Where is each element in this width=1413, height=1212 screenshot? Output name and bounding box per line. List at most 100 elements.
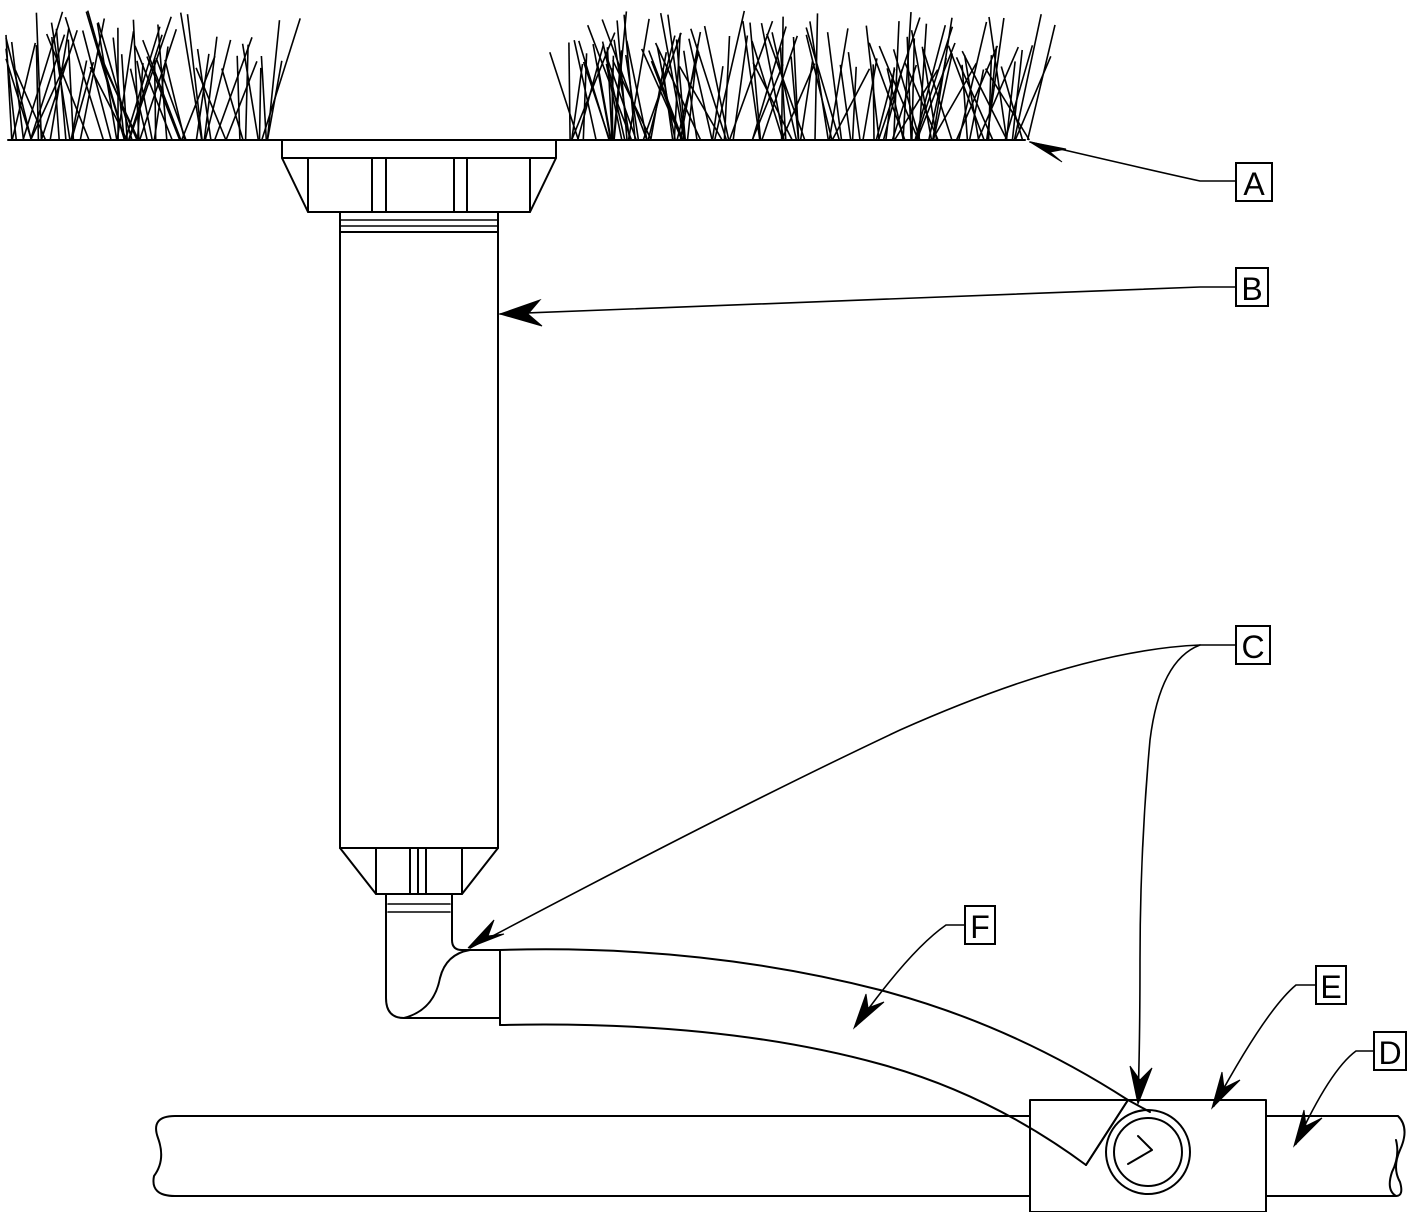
grass-blade (904, 62, 939, 141)
grass-blade (85, 11, 126, 141)
grass-blade (204, 39, 232, 141)
grass-blade (885, 67, 896, 141)
grass-blade (153, 46, 169, 141)
grass-blade (81, 30, 112, 141)
grass-blade (683, 50, 698, 141)
grass-blade (955, 56, 994, 141)
grass-blade (963, 54, 980, 141)
grass-blade (5, 37, 33, 141)
grass-blade (805, 27, 841, 141)
grass-blade (781, 63, 816, 141)
callout-b-label: B (1241, 271, 1262, 307)
grass-blade (70, 60, 88, 141)
grass-blade (35, 45, 40, 141)
grass-blade (128, 16, 172, 141)
grass-blade (601, 19, 648, 141)
grass-blade (138, 29, 178, 141)
grass-blade (902, 12, 912, 141)
sprinkler-body (339, 211, 499, 849)
grass-blade (29, 55, 70, 141)
grass-blade (961, 64, 969, 141)
grass-blade (922, 49, 953, 141)
grass-blade (987, 55, 993, 141)
grass-blade (988, 16, 1008, 141)
grass-blade (221, 68, 244, 141)
grass-blade (1004, 45, 1034, 141)
grass-blade (932, 53, 953, 141)
grass-blade (751, 64, 784, 141)
grass-blade (649, 52, 668, 141)
grass-blade (921, 46, 938, 141)
grass-blade (225, 61, 258, 141)
grass-blade (690, 28, 728, 141)
grass-blade (650, 60, 683, 141)
grass-left (5, 10, 301, 141)
grass-blade (828, 28, 849, 141)
grass-blade (266, 60, 283, 141)
grass-blade (127, 34, 163, 141)
grass-blade (627, 18, 650, 141)
grass-blade (742, 20, 761, 141)
grass-blade (752, 62, 793, 141)
grass-blade (760, 22, 785, 141)
grass-blade (814, 13, 819, 141)
grass-blade (155, 57, 187, 141)
grass-blade (771, 32, 798, 141)
callout-c: C (1235, 625, 1271, 665)
grass-blade (611, 68, 614, 141)
grass-blade (22, 11, 64, 141)
grass-blade (659, 12, 685, 141)
grass-blade (570, 32, 616, 141)
grass-blade (977, 46, 1020, 141)
grass-blade (792, 36, 800, 141)
leader-e (1211, 984, 1317, 1110)
grass-blade (70, 61, 95, 141)
callout-e-label: E (1320, 969, 1341, 1005)
grass-blade (258, 67, 262, 141)
grass-blade (244, 44, 249, 141)
grass-blade (195, 53, 210, 141)
grass-blade (947, 45, 985, 141)
grass-blade (613, 39, 631, 141)
grass-blade (1013, 14, 1042, 141)
grass-blade (120, 54, 128, 141)
grass-blade (64, 16, 105, 141)
grass-blade (893, 69, 939, 141)
grass-blade (586, 24, 633, 141)
grass-blade (261, 18, 301, 141)
callout-e: E (1315, 965, 1347, 1005)
grass-blade (766, 33, 806, 141)
grass-blade (931, 62, 978, 141)
grass-blade (915, 26, 954, 141)
grass-blade (809, 21, 830, 141)
grass-blade (134, 45, 173, 141)
grass-blade (132, 19, 140, 141)
callout-c-label: C (1241, 629, 1264, 665)
grass-blade (984, 68, 1030, 141)
grass-blade (1000, 66, 1024, 141)
callout-a-label: A (1243, 166, 1265, 202)
grass-blade (568, 42, 571, 141)
grass-blade (961, 50, 1008, 141)
grass-blade (603, 50, 637, 141)
grass-blade (875, 68, 896, 141)
grass-blade (711, 66, 724, 141)
grass-blade (97, 22, 133, 141)
grass-blade (862, 58, 878, 141)
grass-blade (688, 38, 713, 141)
grass-blade (656, 46, 676, 141)
grass-blade (582, 61, 611, 141)
leader-b (498, 286, 1237, 327)
grass-blade (213, 37, 253, 141)
grass-blade (613, 11, 628, 141)
leader-a (1029, 141, 1237, 182)
leader-f (852, 924, 966, 1030)
grass-blade (878, 45, 920, 141)
grass-blade (958, 21, 988, 141)
grass-blade (1011, 49, 1023, 141)
grass-blade (751, 26, 787, 141)
tee-fitting (1029, 1099, 1267, 1212)
grass-blade (180, 55, 216, 141)
grass-blade (831, 68, 871, 141)
